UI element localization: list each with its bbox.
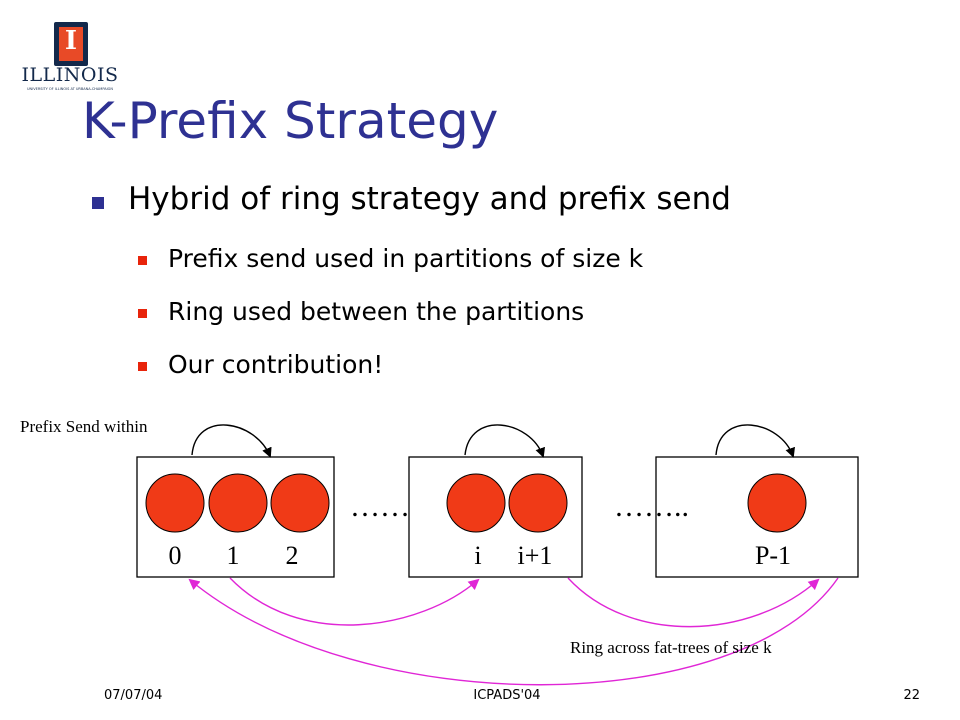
logo-subtext: UNIVERSITY OF ILLINOIS AT URBANA-CHAMPAI…	[27, 87, 113, 91]
subbullet-text: Our contribution!	[168, 350, 384, 379]
node-p-minus-1	[747, 473, 807, 533]
node-i-plus-1	[508, 473, 568, 533]
node-label-0: 0	[169, 541, 182, 570]
node-label-2: 2	[286, 541, 299, 570]
footer-page-number: 22	[903, 688, 920, 703]
shield-letter: I	[64, 26, 78, 56]
subbullet-square-icon	[138, 256, 147, 265]
node-label-p-minus-1: P-1	[755, 541, 791, 570]
node-2	[270, 473, 330, 533]
subbullet-square-icon	[138, 362, 147, 371]
prefix-send-arrow-1	[191, 424, 272, 458]
subbullet-text: Ring used between the partitions	[168, 297, 585, 326]
bullet-main-text: Hybrid of ring strategy and prefix send	[128, 181, 731, 217]
bullet-square-icon	[92, 197, 104, 209]
node-label-1: 1	[227, 541, 240, 570]
ring-arrow-2	[567, 577, 820, 628]
ring-arrow-return	[188, 577, 839, 686]
ellipsis-2: ……..	[614, 490, 689, 523]
shield-inner	[59, 27, 83, 61]
ellipsis-1: ……	[350, 490, 410, 523]
prefix-send-arrow-2	[464, 424, 545, 458]
ring-arrow-1	[229, 577, 480, 626]
node-label-i-plus-1: i+1	[518, 541, 553, 570]
footer-conference: ICPADS'04	[473, 688, 541, 703]
logo-wordmark: ILLINOIS	[21, 64, 119, 86]
node-1	[208, 473, 268, 533]
node-label-i: i	[474, 541, 481, 570]
prefix-send-arrow-3	[715, 424, 795, 458]
illinois-shield-icon: I	[54, 22, 88, 66]
subbullet-square-icon	[138, 309, 147, 318]
node-0	[145, 473, 205, 533]
ring-label: Ring across fat-trees of size k	[570, 638, 772, 657]
prefix-send-label: Prefix Send within	[20, 417, 148, 436]
footer-date: 07/07/04	[104, 688, 163, 703]
slide-title: K-Prefix Strategy	[82, 92, 499, 150]
illinois-logo: I ILLINOIS UNIVERSITY OF ILLINOIS AT URB…	[14, 20, 126, 92]
subbullet-text: Prefix send used in partitions of size k	[168, 244, 644, 273]
node-i	[446, 473, 506, 533]
